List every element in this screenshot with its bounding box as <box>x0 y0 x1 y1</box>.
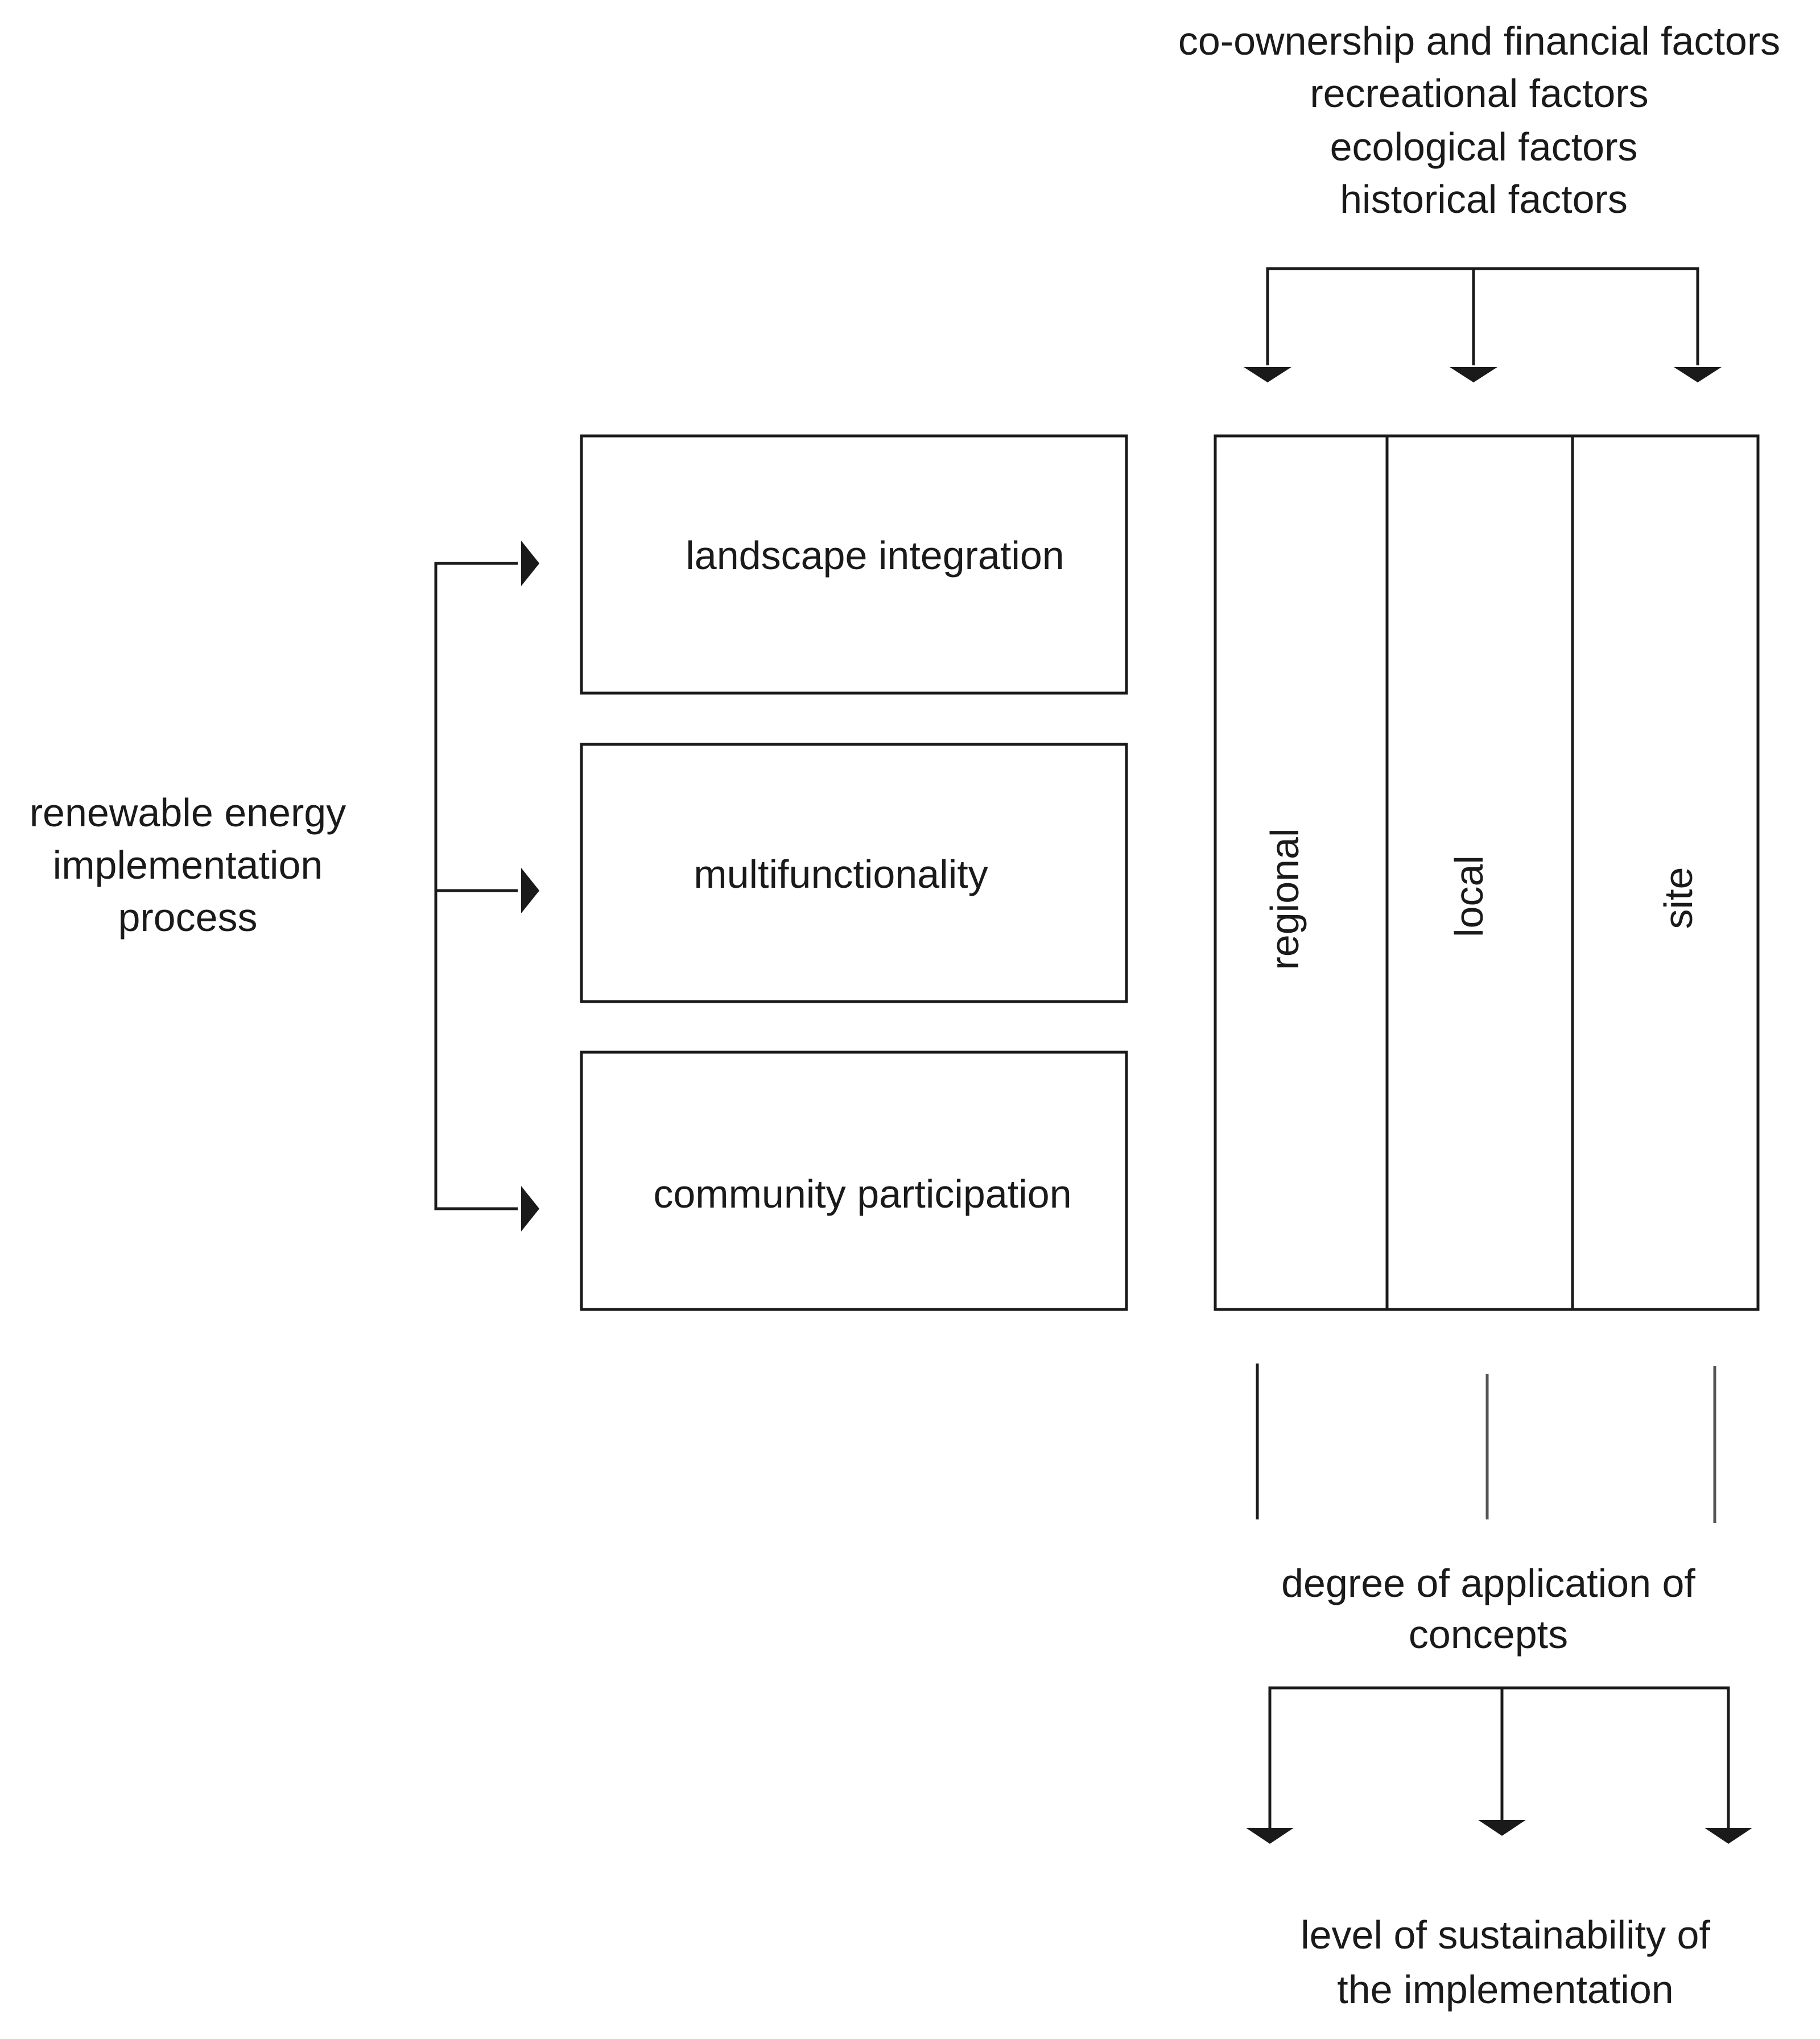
scale-label-regional: regional <box>1262 828 1307 970</box>
factors-bracket <box>1244 267 1722 382</box>
concept-label: multifunctionality <box>694 852 988 896</box>
factors-connector-lines <box>1266 267 1699 365</box>
concept-box-community-participation: community participation <box>580 1051 1128 1311</box>
degree-connectors <box>1256 1364 1716 1523</box>
outcome-connector-lines <box>1268 1686 1730 1829</box>
factor-label: historical factors <box>1340 177 1628 221</box>
scale-label-site: site <box>1656 867 1701 929</box>
concept-label: community participation <box>653 1172 1071 1216</box>
outcome-text-group: level of sustainability of the implement… <box>1301 1913 1710 2012</box>
process-connector-lines <box>434 562 518 1210</box>
scale-label-local: local <box>1447 855 1491 937</box>
factor-label: ecological factors <box>1330 125 1638 169</box>
concept-box-landscape-integration: landscape integration <box>580 434 1128 695</box>
arrow-down-icon <box>1450 367 1497 382</box>
arrow-down-icon <box>1478 1820 1526 1836</box>
process-bracket <box>434 541 539 1231</box>
concept-label: landscape integration <box>686 533 1064 578</box>
scale-columns: regional local site <box>1214 434 1760 1311</box>
scale-columns-frame <box>1214 434 1760 1311</box>
arrow-right-icon <box>521 541 539 586</box>
process-label: process <box>118 895 257 940</box>
arrow-right-icon <box>521 1186 539 1231</box>
outcome-label: the implementation <box>1337 1967 1673 2012</box>
arrow-down-icon <box>1244 367 1291 382</box>
process-label: implementation <box>53 843 323 887</box>
process-label: renewable energy <box>30 790 346 835</box>
degree-label: degree of application of <box>1281 1561 1695 1605</box>
degree-text-group: degree of application of concepts <box>1281 1561 1695 1657</box>
factor-label: recreational factors <box>1310 71 1648 116</box>
factors-text-group: co-ownership and financial factors recre… <box>1178 19 1780 221</box>
outcome-bracket <box>1246 1686 1752 1844</box>
arrow-right-icon <box>521 868 539 913</box>
factor-label: co-ownership and financial factors <box>1178 19 1780 63</box>
arrow-down-icon <box>1674 367 1722 382</box>
degree-label: concepts <box>1409 1612 1568 1657</box>
arrow-down-icon <box>1246 1828 1294 1844</box>
arrow-down-icon <box>1705 1828 1752 1844</box>
concept-box-multifunctionality: multifunctionality <box>580 743 1128 1003</box>
outcome-label: level of sustainability of <box>1301 1913 1710 1957</box>
process-text-group: renewable energy implementation process <box>30 790 346 940</box>
